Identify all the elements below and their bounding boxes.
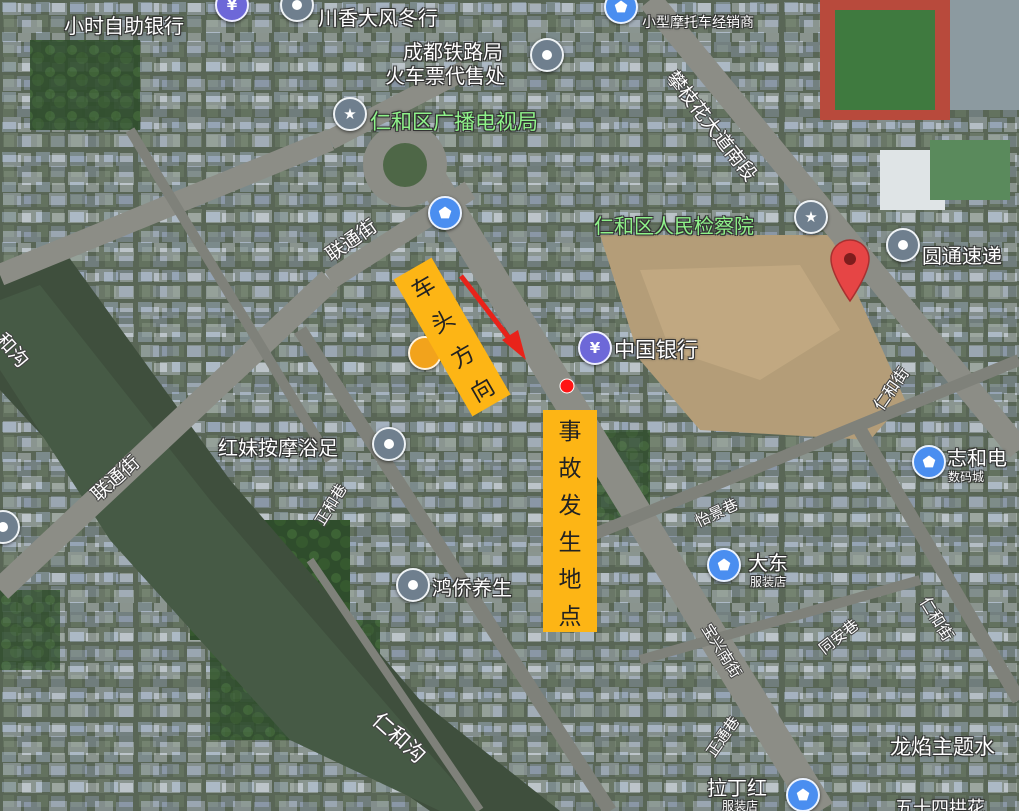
clothing-store-2-pin-icon[interactable]: ⬟: [786, 778, 820, 811]
poi-procuratorate: 仁和区人民检察院: [594, 214, 754, 238]
wellness-pin-icon[interactable]: [396, 568, 430, 602]
yuantong-pin-icon[interactable]: [886, 228, 920, 262]
poi-bank-of-china: 中国银行: [614, 338, 698, 362]
railway-office-pin-icon[interactable]: [530, 38, 564, 72]
electronics-pin-icon[interactable]: ⬟: [912, 445, 946, 479]
massage-pin-icon[interactable]: [372, 427, 406, 461]
direction-char: 头: [427, 305, 461, 340]
poi-motorbike-shop: 小型摩托车经销商: [642, 15, 754, 31]
accident-char: 发: [558, 492, 582, 519]
poi-hongqiao: 鸿侨养生: [432, 576, 512, 600]
poi-lading-line1: 拉丁红: [707, 776, 767, 800]
poi-zhihe-line2: 数码城: [948, 470, 985, 484]
direction-char: 向: [466, 373, 500, 408]
direction-arrow: [459, 274, 526, 360]
accident-char: 生: [558, 529, 582, 556]
poi-longyan: 龙焰主题水: [890, 735, 995, 759]
accident-char: 地: [558, 566, 582, 593]
accident-char: 事: [558, 418, 582, 445]
clothing-store-pin-icon[interactable]: ⬟: [707, 548, 741, 582]
accident-char: 点: [558, 603, 582, 630]
direction-char: 方: [446, 339, 480, 374]
destination-marker-icon: [830, 239, 870, 303]
tv-station-star-icon[interactable]: ★: [333, 97, 367, 131]
poi-yuantong: 圆通速递: [922, 244, 1002, 268]
poi-railway-line1: 成都铁路局: [403, 40, 503, 64]
poi-self-bank: 小时自助银行: [64, 14, 184, 38]
shopping-bag-pin-icon[interactable]: ⬟: [428, 196, 462, 230]
accident-char: 故: [558, 455, 582, 482]
procuratorate-star-icon[interactable]: ★: [794, 200, 828, 234]
poi-zhihe-line1: 志和电: [947, 446, 1007, 470]
poi-lading-line2: 服装店: [722, 799, 759, 811]
bank-of-china-pin-icon[interactable]: ¥: [578, 331, 612, 365]
direction-char: 车: [407, 271, 441, 306]
accident-location-dot: [559, 378, 575, 394]
accident-location-callout: 事 故 发 生 地 点: [543, 410, 597, 632]
poi-railway-line2: 火车票代售处: [385, 64, 505, 88]
poi-bottom-right-cut: 五十四拱花: [895, 798, 985, 811]
poi-hongmei: 红妹按摩浴足: [218, 436, 338, 460]
poi-dadong-line2: 服装店: [750, 575, 787, 589]
poi-top-blurred: 川香大风冬行: [318, 6, 438, 30]
poi-tv-station: 仁和区广播电视局: [370, 110, 538, 134]
poi-dadong-line1: 大东: [748, 551, 788, 575]
